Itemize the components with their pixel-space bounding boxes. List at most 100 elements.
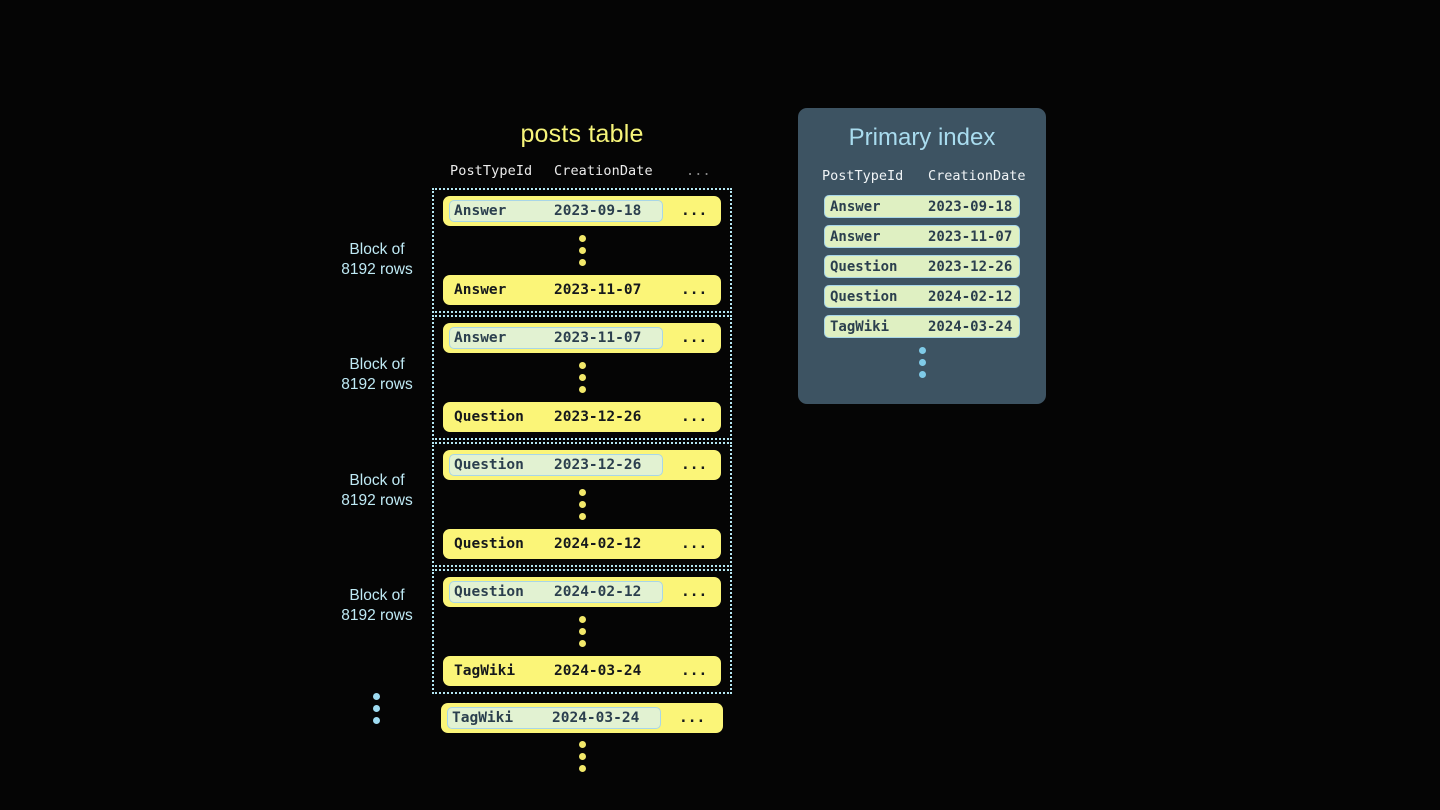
dot	[578, 628, 586, 635]
dot	[578, 374, 586, 381]
block-label-3-line2: 8192 rows	[341, 492, 413, 509]
dot	[578, 616, 586, 623]
row-ellipsis-dots	[443, 607, 721, 656]
cell-post-type-id: Question	[454, 457, 524, 473]
index-row: Question 2023-12-26	[824, 255, 1020, 278]
table-row: Question 2024-02-12 ...	[443, 529, 721, 559]
table-row: Answer 2023-11-07 ...	[443, 275, 721, 305]
dot	[578, 640, 586, 647]
dot	[372, 693, 380, 700]
column-header-creation-date: CreationDate	[554, 163, 653, 179]
cell-more: ...	[681, 330, 708, 346]
row-cells: Answer 2023-11-07	[449, 279, 663, 301]
block-1: Answer 2023-09-18 ... Answer 2023-11-07 …	[432, 188, 732, 313]
column-header-more: ...	[686, 163, 711, 179]
index-cell-post-type-id: Answer	[830, 198, 881, 215]
row-ellipsis-dots	[443, 480, 721, 529]
row-key-highlight: Question 2024-02-12	[449, 581, 663, 603]
cell-more: ...	[681, 536, 708, 552]
index-cell-creation-date: 2023-11-07	[928, 228, 1013, 245]
block-label-1-line2: 8192 rows	[341, 261, 413, 278]
row-ellipsis-dots	[443, 353, 721, 402]
cell-post-type-id: Question	[454, 409, 524, 425]
cell-post-type-id: Question	[454, 584, 524, 600]
dot	[578, 235, 586, 242]
index-cell-post-type-id: Answer	[830, 228, 881, 245]
posts-table-column-headers: PostTypeId CreationDate ...	[432, 163, 732, 179]
cell-creation-date: 2024-03-24	[554, 663, 642, 679]
block-label-4-line2: 8192 rows	[341, 607, 413, 624]
index-cell-creation-date: 2023-09-18	[928, 198, 1013, 215]
dot	[578, 501, 586, 508]
cell-more: ...	[681, 663, 708, 679]
dot	[918, 359, 926, 366]
cell-creation-date: 2023-12-26	[554, 457, 642, 473]
block-label-4: Block of 8192 rows	[302, 586, 452, 626]
cell-more: ...	[681, 282, 708, 298]
index-column-header-creation-date: CreationDate	[928, 168, 1026, 184]
cell-creation-date: 2024-03-24	[552, 710, 640, 726]
column-header-post-type-id: PostTypeId	[450, 163, 533, 179]
block-4: Question 2024-02-12 ... TagWiki 2024-03-…	[432, 569, 732, 694]
posts-table: posts table PostTypeId CreationDate ... …	[432, 120, 732, 781]
row-ellipsis-dots	[443, 226, 721, 275]
dot	[372, 717, 380, 724]
block-label-1: Block of 8192 rows	[302, 240, 452, 280]
dot	[918, 371, 926, 378]
index-cell-creation-date: 2023-12-26	[928, 258, 1013, 275]
block-3: Question 2023-12-26 ... Question 2024-02…	[432, 442, 732, 567]
index-row: Answer 2023-11-07	[824, 225, 1020, 248]
cell-post-type-id: Answer	[454, 203, 507, 219]
block-label-3-line1: Block of	[349, 472, 405, 489]
block-2: Answer 2023-11-07 ... Question 2023-12-2…	[432, 315, 732, 440]
table-row: TagWiki 2024-03-24 ...	[441, 703, 723, 733]
cell-more: ...	[679, 710, 706, 726]
table-row: TagWiki 2024-03-24 ...	[443, 656, 721, 686]
primary-index-title: Primary index	[848, 124, 996, 151]
row-key-highlight: Answer 2023-09-18	[449, 200, 663, 222]
cell-more: ...	[681, 457, 708, 473]
index-continuation-dots	[824, 345, 1020, 387]
table-row: Question 2023-12-26 ...	[443, 402, 721, 432]
primary-index-column-headers: PostTypeId CreationDate	[798, 168, 1046, 184]
index-column-header-post-type-id: PostTypeId	[822, 168, 904, 184]
row-key-highlight: TagWiki 2024-03-24	[447, 707, 661, 729]
index-row: Answer 2023-09-18	[824, 195, 1020, 218]
table-row: Question 2024-02-12 ...	[443, 577, 721, 607]
dot	[578, 362, 586, 369]
row-key-highlight: Question 2023-12-26	[449, 454, 663, 476]
cell-post-type-id: Question	[454, 536, 524, 552]
block-label-4-line1: Block of	[349, 587, 405, 604]
cell-more: ...	[681, 203, 708, 219]
index-cell-post-type-id: Question	[830, 288, 898, 305]
index-cell-creation-date: 2024-03-24	[928, 318, 1013, 335]
cell-creation-date: 2024-02-12	[554, 584, 642, 600]
dot	[918, 347, 926, 354]
dot	[372, 705, 380, 712]
row-cells: Question 2024-02-12	[449, 533, 663, 555]
index-cell-post-type-id: TagWiki	[830, 318, 890, 335]
cell-creation-date: 2023-12-26	[554, 409, 642, 425]
cell-post-type-id: Answer	[454, 330, 507, 346]
cell-post-type-id: TagWiki	[454, 663, 516, 679]
dot	[578, 259, 586, 266]
dot	[578, 247, 586, 254]
cell-creation-date: 2023-09-18	[554, 203, 642, 219]
dot	[578, 386, 586, 393]
index-cell-creation-date: 2024-02-12	[928, 288, 1013, 305]
dot	[578, 753, 586, 760]
row-cells: Question 2023-12-26	[449, 406, 663, 428]
primary-index-rows: Answer 2023-09-18 Answer 2023-11-07 Ques…	[798, 195, 1046, 387]
cell-more: ...	[681, 409, 708, 425]
row-key-highlight: Answer 2023-11-07	[449, 327, 663, 349]
dot	[578, 765, 586, 772]
block-label-2: Block of 8192 rows	[302, 355, 452, 395]
left-continuation-dots	[358, 684, 394, 733]
tail-row-container: TagWiki 2024-03-24 ...	[432, 703, 732, 781]
table-row: Question 2023-12-26 ...	[443, 450, 721, 480]
row-cells: TagWiki 2024-03-24	[449, 660, 663, 682]
block-label-1-line1: Block of	[349, 241, 405, 258]
index-cell-post-type-id: Question	[830, 258, 898, 275]
cell-creation-date: 2024-02-12	[554, 536, 642, 552]
